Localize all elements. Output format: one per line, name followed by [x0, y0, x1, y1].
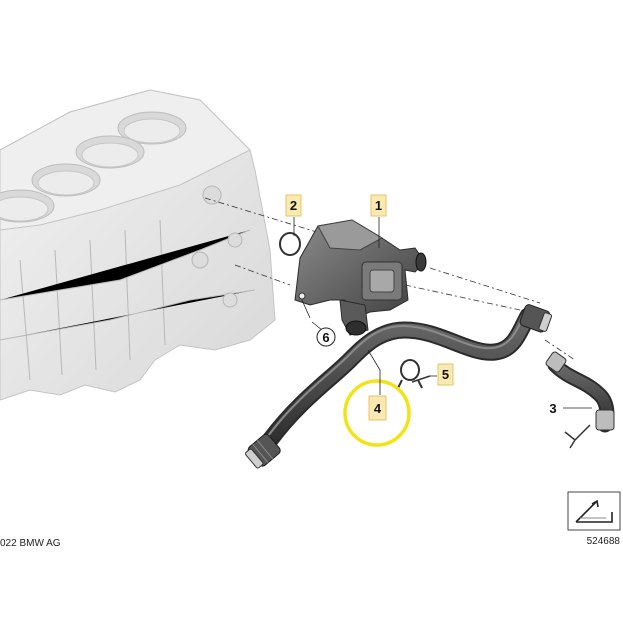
callout-6-label: 6	[322, 330, 329, 345]
callout-2-label: 2	[290, 198, 297, 213]
callout-5[interactable]: 5	[437, 363, 454, 386]
callout-3-label: 3	[549, 401, 556, 416]
callout-6[interactable]: 6	[316, 327, 336, 347]
leader-lines	[293, 217, 592, 409]
short-hose	[545, 351, 615, 449]
hose-clamp	[397, 359, 431, 389]
callout-4[interactable]: 4	[368, 395, 387, 421]
copyright-text: 022 BMW AG	[0, 538, 61, 549]
o-ring	[279, 232, 301, 256]
coolant-hose	[245, 304, 553, 469]
callout-1[interactable]: 1	[370, 194, 387, 217]
diagram-number: 524688	[587, 536, 621, 547]
coolant-pump	[294, 219, 427, 336]
view-direction-icon	[567, 491, 621, 531]
assembly-lines	[204, 197, 576, 361]
callout-5-label: 5	[442, 367, 449, 382]
callout-4-label: 4	[374, 401, 382, 416]
callout-2[interactable]: 2	[285, 194, 302, 217]
callout-3[interactable]: 3	[549, 401, 556, 416]
callout-1-label: 1	[375, 198, 382, 213]
highlight-ring	[343, 379, 411, 447]
engine-block	[0, 89, 276, 401]
